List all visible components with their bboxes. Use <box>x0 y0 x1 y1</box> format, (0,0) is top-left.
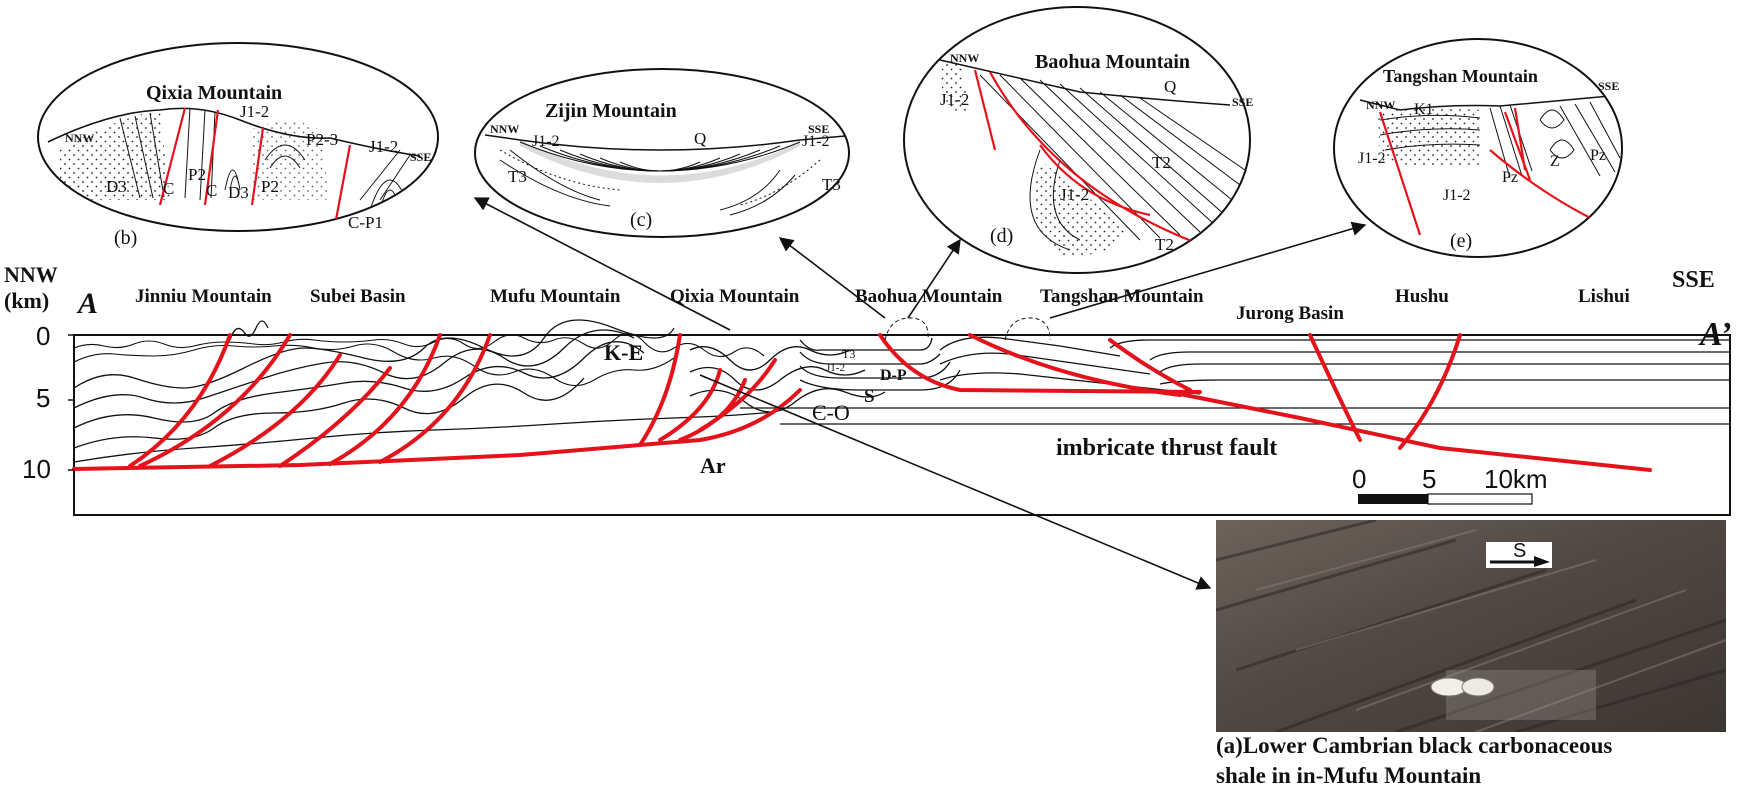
inset-c-title: Zijin Mountain <box>545 100 677 122</box>
inset-b-sse: SSE <box>410 150 431 164</box>
scale-five: 5 <box>1422 464 1436 494</box>
inset-c-unit-j12b: J1-2 <box>802 133 830 150</box>
unit-ke: K-E <box>604 340 643 365</box>
inset-b-unit-d3b: D3 <box>228 183 249 202</box>
scale-zero: 0 <box>1352 464 1366 494</box>
unit-eo: Є-O <box>812 400 850 425</box>
unconformity-lines <box>73 332 765 387</box>
inset-d-sse: SSE <box>1232 95 1253 109</box>
section-start-label: A <box>76 287 98 320</box>
flat-strata <box>740 339 1730 425</box>
depth-tick-10: 10 <box>22 454 51 484</box>
inset-e-nnw: NNW <box>1366 98 1395 112</box>
arrow-to-photo <box>699 374 1212 590</box>
inset-e-unit-j12a: J1-2 <box>1358 150 1386 167</box>
eroded-anticline-2 <box>1004 317 1051 341</box>
inset-b-unit-p2b: P2 <box>261 177 279 196</box>
scale-ten: 10km <box>1484 464 1548 494</box>
depth-tick-5: 5 <box>36 383 50 413</box>
inset-b-unit-c2: C <box>206 181 217 200</box>
direction-arrow: S <box>1486 540 1552 568</box>
photo-caption: (a)Lower Cambrian black carbonaceous sha… <box>1216 731 1736 791</box>
location-subei: Subei Basin <box>310 286 406 307</box>
inset-b-unit-j12a: J1-2 <box>240 102 269 121</box>
unit-j: J1-2 <box>826 362 845 374</box>
unit-ar: Ar <box>700 453 726 478</box>
inset-d: Baohua Mountain NNW SSE J1-2 Q T2 J1-2 T… <box>903 6 1253 274</box>
inset-b-unit-cp1: C-P1 <box>348 213 383 232</box>
location-qixia: Qixia Mountain <box>670 286 800 307</box>
depth-tick-0: 0 <box>36 321 50 351</box>
arrow-to-d <box>907 238 961 319</box>
inset-b-unit-p2a: P2 <box>188 165 206 184</box>
cross-section: NNW (km) A SSE A’ 0 5 10 Jinniu Mountain… <box>4 262 1731 516</box>
inset-c-unit-j12a: J1-2 <box>532 133 560 150</box>
inset-c-nnw: NNW <box>490 122 519 136</box>
inset-d-unit-q: Q <box>1164 77 1176 96</box>
unit-dp: D-P <box>880 367 907 384</box>
inset-e-unit-z: Z <box>1550 153 1560 170</box>
inset-d-label: (d) <box>990 225 1013 247</box>
inset-c-unit-t3a: T3 <box>508 167 527 186</box>
section-right-direction: SSE <box>1672 267 1715 293</box>
inset-e-unit-j12b: J1-2 <box>1443 187 1471 204</box>
photo-arrow-label: S <box>1513 540 1526 562</box>
inset-d-unit-t2a: T2 <box>1152 153 1171 172</box>
inset-b-unit-c1: C <box>163 179 174 198</box>
section-unit-label: (km) <box>4 288 49 313</box>
inset-e-unit-pz-b: Pz <box>1590 147 1606 164</box>
location-lishui: Lishui <box>1578 286 1630 307</box>
inset-d-nnw: NNW <box>950 51 979 65</box>
inset-e-unit-k1: K1 <box>1414 101 1434 118</box>
inset-d-unit-j12b: J1-2 <box>1060 185 1089 204</box>
outcrop-photo: S <box>1216 520 1726 732</box>
section-frame <box>73 334 1731 516</box>
inset-c-unit-t3b: T3 <box>822 175 841 194</box>
location-hushu: Hushu <box>1395 286 1449 307</box>
scale-bar: 0 5 10km <box>1352 464 1548 505</box>
fault-type-label: imbricate thrust fault <box>1056 435 1277 461</box>
inset-d-unit-t2b: T2 <box>1155 235 1174 254</box>
inset-e-sse: SSE <box>1598 79 1619 93</box>
inset-b-label: (b) <box>114 227 137 249</box>
arrow-to-e <box>1049 221 1367 319</box>
connector-arrows <box>473 197 1367 590</box>
photo-caption-line2: shale in in-Mufu Mountain <box>1216 763 1482 788</box>
photo-caption-line1: (a)Lower Cambrian black carbonaceous <box>1216 733 1613 758</box>
inset-e: Tangshan Mountain NNW SSE K1 J1-2 J1-2 P… <box>1333 38 1623 258</box>
inset-b-title: Qixia Mountain <box>146 82 282 104</box>
thrust-faults <box>72 333 1652 472</box>
inset-b-unit-d3: D3 <box>106 177 127 196</box>
arrow-to-b <box>473 197 731 331</box>
location-jinniu: Jinniu Mountain <box>135 286 272 307</box>
inset-b: Qixia Mountain NNW SSE D3 C P2 C D3 J1-2… <box>37 42 439 249</box>
arrow-to-c <box>778 237 886 319</box>
inset-b-unit-j12b: J1-2 <box>369 137 398 156</box>
eroded-anticline-1 <box>884 317 929 341</box>
inset-b-nnw: NNW <box>65 131 94 145</box>
inset-e-title: Tangshan Mountain <box>1383 66 1538 86</box>
inset-b-unit-p23: P2-3 <box>306 130 338 149</box>
location-baohua: Baohua Mountain <box>855 286 1003 307</box>
inset-c-unit-q: Q <box>694 129 706 148</box>
inset-e-label: (e) <box>1450 230 1472 252</box>
inset-d-title: Baohua Mountain <box>1035 51 1190 73</box>
inset-b-dotted-fill <box>60 110 170 200</box>
location-mufu: Mufu Mountain <box>490 286 621 307</box>
inset-d-unit-j12a: J1-2 <box>940 90 969 109</box>
unit-t3: T3 <box>842 347 855 361</box>
inset-e-unit-pz-a: Pz <box>1502 169 1518 186</box>
inset-c-label: (c) <box>630 209 652 231</box>
section-end-label: A’ <box>1698 316 1731 353</box>
inset-c-sse: SSE <box>808 122 829 136</box>
section-left-direction: NNW <box>4 262 58 287</box>
unit-s: S <box>864 386 875 407</box>
inset-c: Zijin Mountain NNW SSE J1-2 Q J1-2 T3 T3… <box>474 68 850 238</box>
location-jurong: Jurong Basin <box>1236 303 1344 324</box>
